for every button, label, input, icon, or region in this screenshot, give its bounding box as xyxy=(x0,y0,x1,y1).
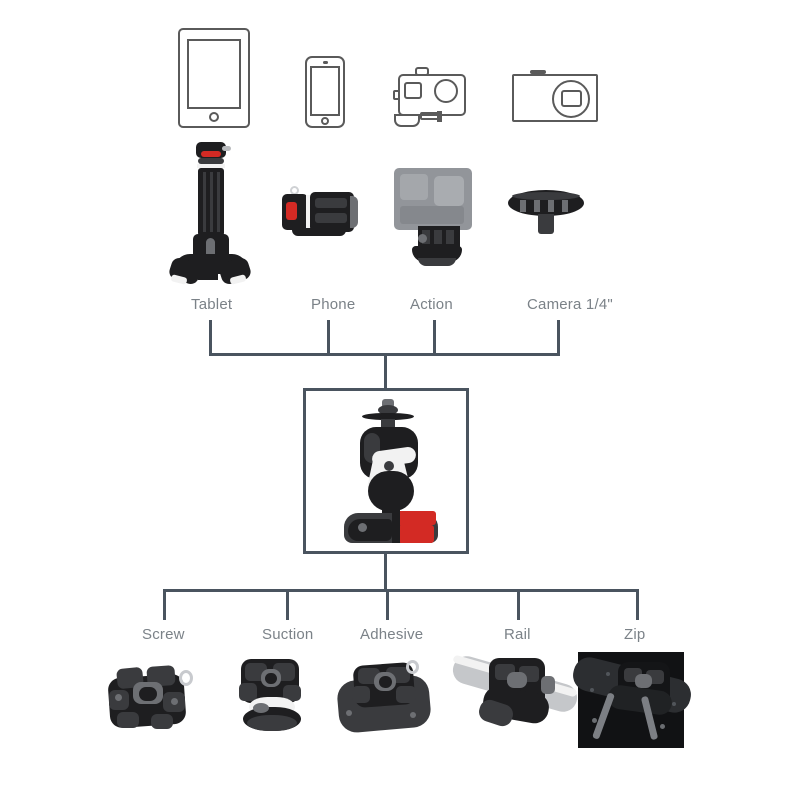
connector-drop-camera xyxy=(557,320,560,356)
connector-drop-suction xyxy=(286,589,289,620)
connector-drop-zip xyxy=(636,589,639,620)
adhesive-pad-mount-photo xyxy=(335,658,434,740)
smartphone-icon xyxy=(305,56,345,128)
action-housing-icon xyxy=(388,168,480,272)
node-label-adhesive: Adhesive xyxy=(360,626,424,643)
tablet-clamp-icon xyxy=(167,142,253,290)
phone-clamp-icon xyxy=(282,186,360,238)
connector-drop-tablet xyxy=(209,320,212,356)
zip-tie-mount-photo xyxy=(569,652,695,748)
connector-drop-screw xyxy=(163,589,166,620)
connector-drop-phone xyxy=(327,320,330,356)
connector-drop-adhesive xyxy=(386,589,389,620)
node-label-tablet: Tablet xyxy=(191,296,233,313)
tablet-icon xyxy=(178,28,250,128)
node-label-suction: Suction xyxy=(262,626,314,643)
rail-clamp-mount-photo xyxy=(449,652,581,744)
screw-mount-photo xyxy=(103,660,195,738)
quarter-inch-screw-icon xyxy=(508,186,584,238)
center-product-box[interactable] xyxy=(303,388,469,554)
compact-camera-icon xyxy=(512,66,598,122)
connector-drop-action xyxy=(433,320,436,356)
connector-stem-top xyxy=(384,353,387,389)
node-label-screw: Screw xyxy=(142,626,185,643)
connector-drop-rail xyxy=(517,589,520,620)
node-label-camera: Camera 1/4" xyxy=(527,296,613,313)
connector-bus-bottom xyxy=(163,589,639,592)
node-label-zip: Zip xyxy=(624,626,646,643)
node-label-phone: Phone xyxy=(311,296,356,313)
ball-head-mount-photo xyxy=(334,399,444,549)
node-label-action: Action xyxy=(410,296,453,313)
connector-stem-bottom xyxy=(384,554,387,590)
suction-cup-mount-photo xyxy=(231,657,311,745)
node-label-rail: Rail xyxy=(504,626,531,643)
action-camera-icon xyxy=(392,62,472,128)
